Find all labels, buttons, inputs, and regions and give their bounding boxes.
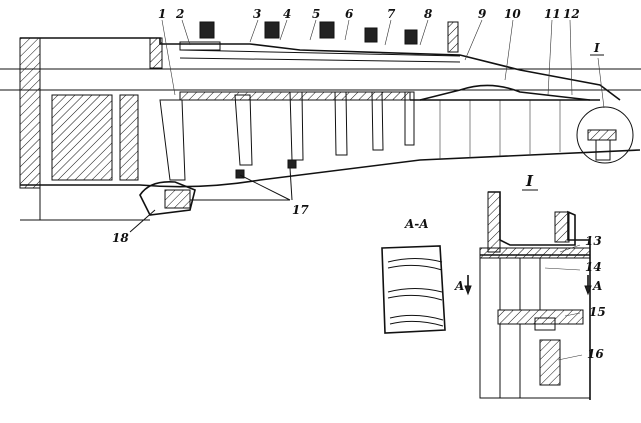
label-7: 7 (387, 7, 396, 21)
label-10: 10 (504, 7, 521, 21)
label-3: 3 (253, 7, 261, 21)
label-6: 6 (345, 7, 354, 21)
label-9: 9 (478, 7, 487, 21)
section-title: A-A (404, 217, 429, 231)
label-1: 1 (158, 7, 166, 21)
label-17: 17 (292, 203, 309, 217)
detail-mark-view: I (525, 172, 534, 190)
label-14: 14 (585, 260, 602, 274)
section-arrow-left-label: A (454, 279, 464, 293)
label-2: 2 (175, 7, 184, 21)
label-12: 12 (563, 7, 580, 21)
casing-actuators (179, 21, 600, 101)
label-11: 11 (544, 7, 561, 21)
callout-labels: 1 2 3 4 5 6 7 8 9 10 11 12 17 18 13 14 1… (112, 7, 606, 361)
detail-view (479, 191, 592, 400)
label-4: 4 (283, 7, 291, 21)
label-18: 18 (112, 231, 129, 245)
label-5: 5 (312, 7, 320, 21)
label-13: 13 (585, 234, 602, 248)
label-15: 15 (589, 305, 606, 319)
detail-mark: I (593, 41, 600, 55)
section-a-a (381, 245, 472, 334)
label-8: 8 (424, 7, 433, 21)
section-arrow-right-label: A (592, 279, 602, 293)
main-section (0, 19, 641, 233)
label-16: 16 (587, 347, 604, 361)
